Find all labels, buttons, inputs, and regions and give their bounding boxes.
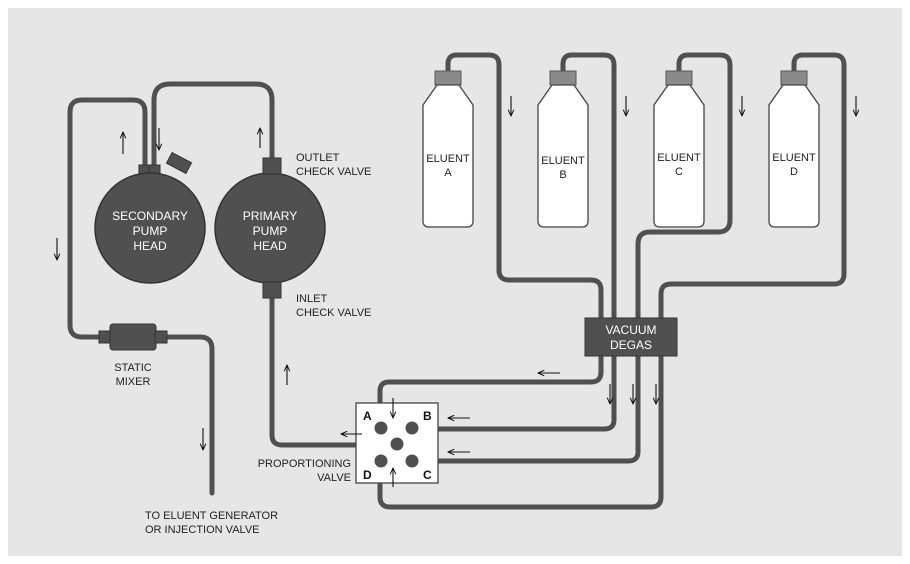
bottle-a-label-line1: ELUENT [426, 153, 470, 165]
tube-eluent-c [411, 52, 733, 464]
tube-secondary-to-mixer [67, 97, 148, 340]
port-a-label: A [363, 409, 372, 423]
bottle-cap [780, 70, 808, 86]
eluent-bottle-c: ELUENT C [653, 70, 705, 228]
tubing [67, 52, 847, 510]
eluent-bottle-b: ELUENT B [537, 70, 589, 228]
degas-label-line1: VACUUM [605, 323, 656, 337]
port-d-label: D [363, 468, 372, 482]
secondary-label-line2: PUMP [133, 224, 168, 238]
secondary-label-line1: SECONDARY [112, 209, 188, 223]
bottle-d-label-line1: ELUENT [772, 152, 816, 164]
tube-mixer-to-outlet [163, 334, 215, 496]
bottle-b-label-line1: ELUENT [541, 155, 585, 167]
port-a [374, 421, 388, 435]
vacuum-degas: VACUUM DEGAS [584, 317, 678, 357]
tube-primary-to-secondary [151, 81, 275, 169]
bottle-cap [434, 70, 462, 86]
port-b [405, 421, 419, 435]
prop-valve-label-line1: PROPORTIONING [258, 458, 351, 470]
outlet-label-line1: TO ELUENT GENERATOR [145, 510, 278, 522]
prop-valve-label-line2: VALVE [317, 472, 351, 484]
bottle-body [653, 84, 705, 228]
tube-eluent-a [377, 52, 604, 416]
port-b-label: B [423, 409, 432, 423]
secondary-pump-head: SECONDARY PUMP HEAD [94, 151, 206, 284]
bottle-c-label-line1: ELUENT [657, 152, 701, 164]
outlet-valve-label-line2: CHECK VALVE [296, 166, 371, 178]
proportioning-valve: A B C D [355, 402, 439, 484]
port-c-label: C [423, 468, 432, 482]
primary-label-line3: HEAD [253, 239, 287, 253]
port-center [390, 437, 404, 451]
bottle-cap [665, 70, 693, 86]
port-c [405, 454, 419, 468]
secondary-vent-port [165, 151, 193, 175]
bottle-d-label-line2: D [790, 166, 798, 178]
tube-eluent-b [411, 52, 617, 432]
outlet-label-line2: OR INJECTION VALVE [145, 524, 260, 536]
eluent-bottle-d: ELUENT D [768, 70, 820, 228]
bottle-b-label-line2: B [559, 169, 566, 181]
outlet-check-valve [262, 157, 282, 175]
primary-pump-head: PRIMARY PUMP HEAD [214, 157, 326, 299]
bottle-body [537, 84, 589, 228]
bottle-body [422, 84, 474, 228]
port-d [374, 454, 388, 468]
bottle-a-label-line2: A [444, 167, 452, 179]
degas-label-line2: DEGAS [610, 338, 652, 352]
outlet-valve-label-line1: OUTLET [296, 152, 340, 164]
flow-arrows [57, 96, 856, 487]
bottle-c-label-line2: C [675, 166, 683, 178]
inlet-valve-label-line2: CHECK VALVE [296, 307, 371, 319]
secondary-label-line3: HEAD [133, 239, 167, 253]
mixer-label-line1: STATIC [114, 362, 152, 374]
eluent-bottle-a: ELUENT A [422, 70, 474, 228]
tube-eluent-d [377, 52, 847, 510]
primary-label-line2: PUMP [253, 224, 288, 238]
inlet-check-valve [262, 281, 282, 299]
tube-valve-to-primary [269, 293, 399, 448]
primary-label-line1: PRIMARY [243, 209, 297, 223]
static-mixer [98, 323, 168, 351]
bottle-cap [549, 70, 577, 86]
bottle-body [768, 84, 820, 228]
inlet-valve-label-line1: INLET [296, 293, 327, 305]
mixer-label-line2: MIXER [116, 376, 151, 388]
